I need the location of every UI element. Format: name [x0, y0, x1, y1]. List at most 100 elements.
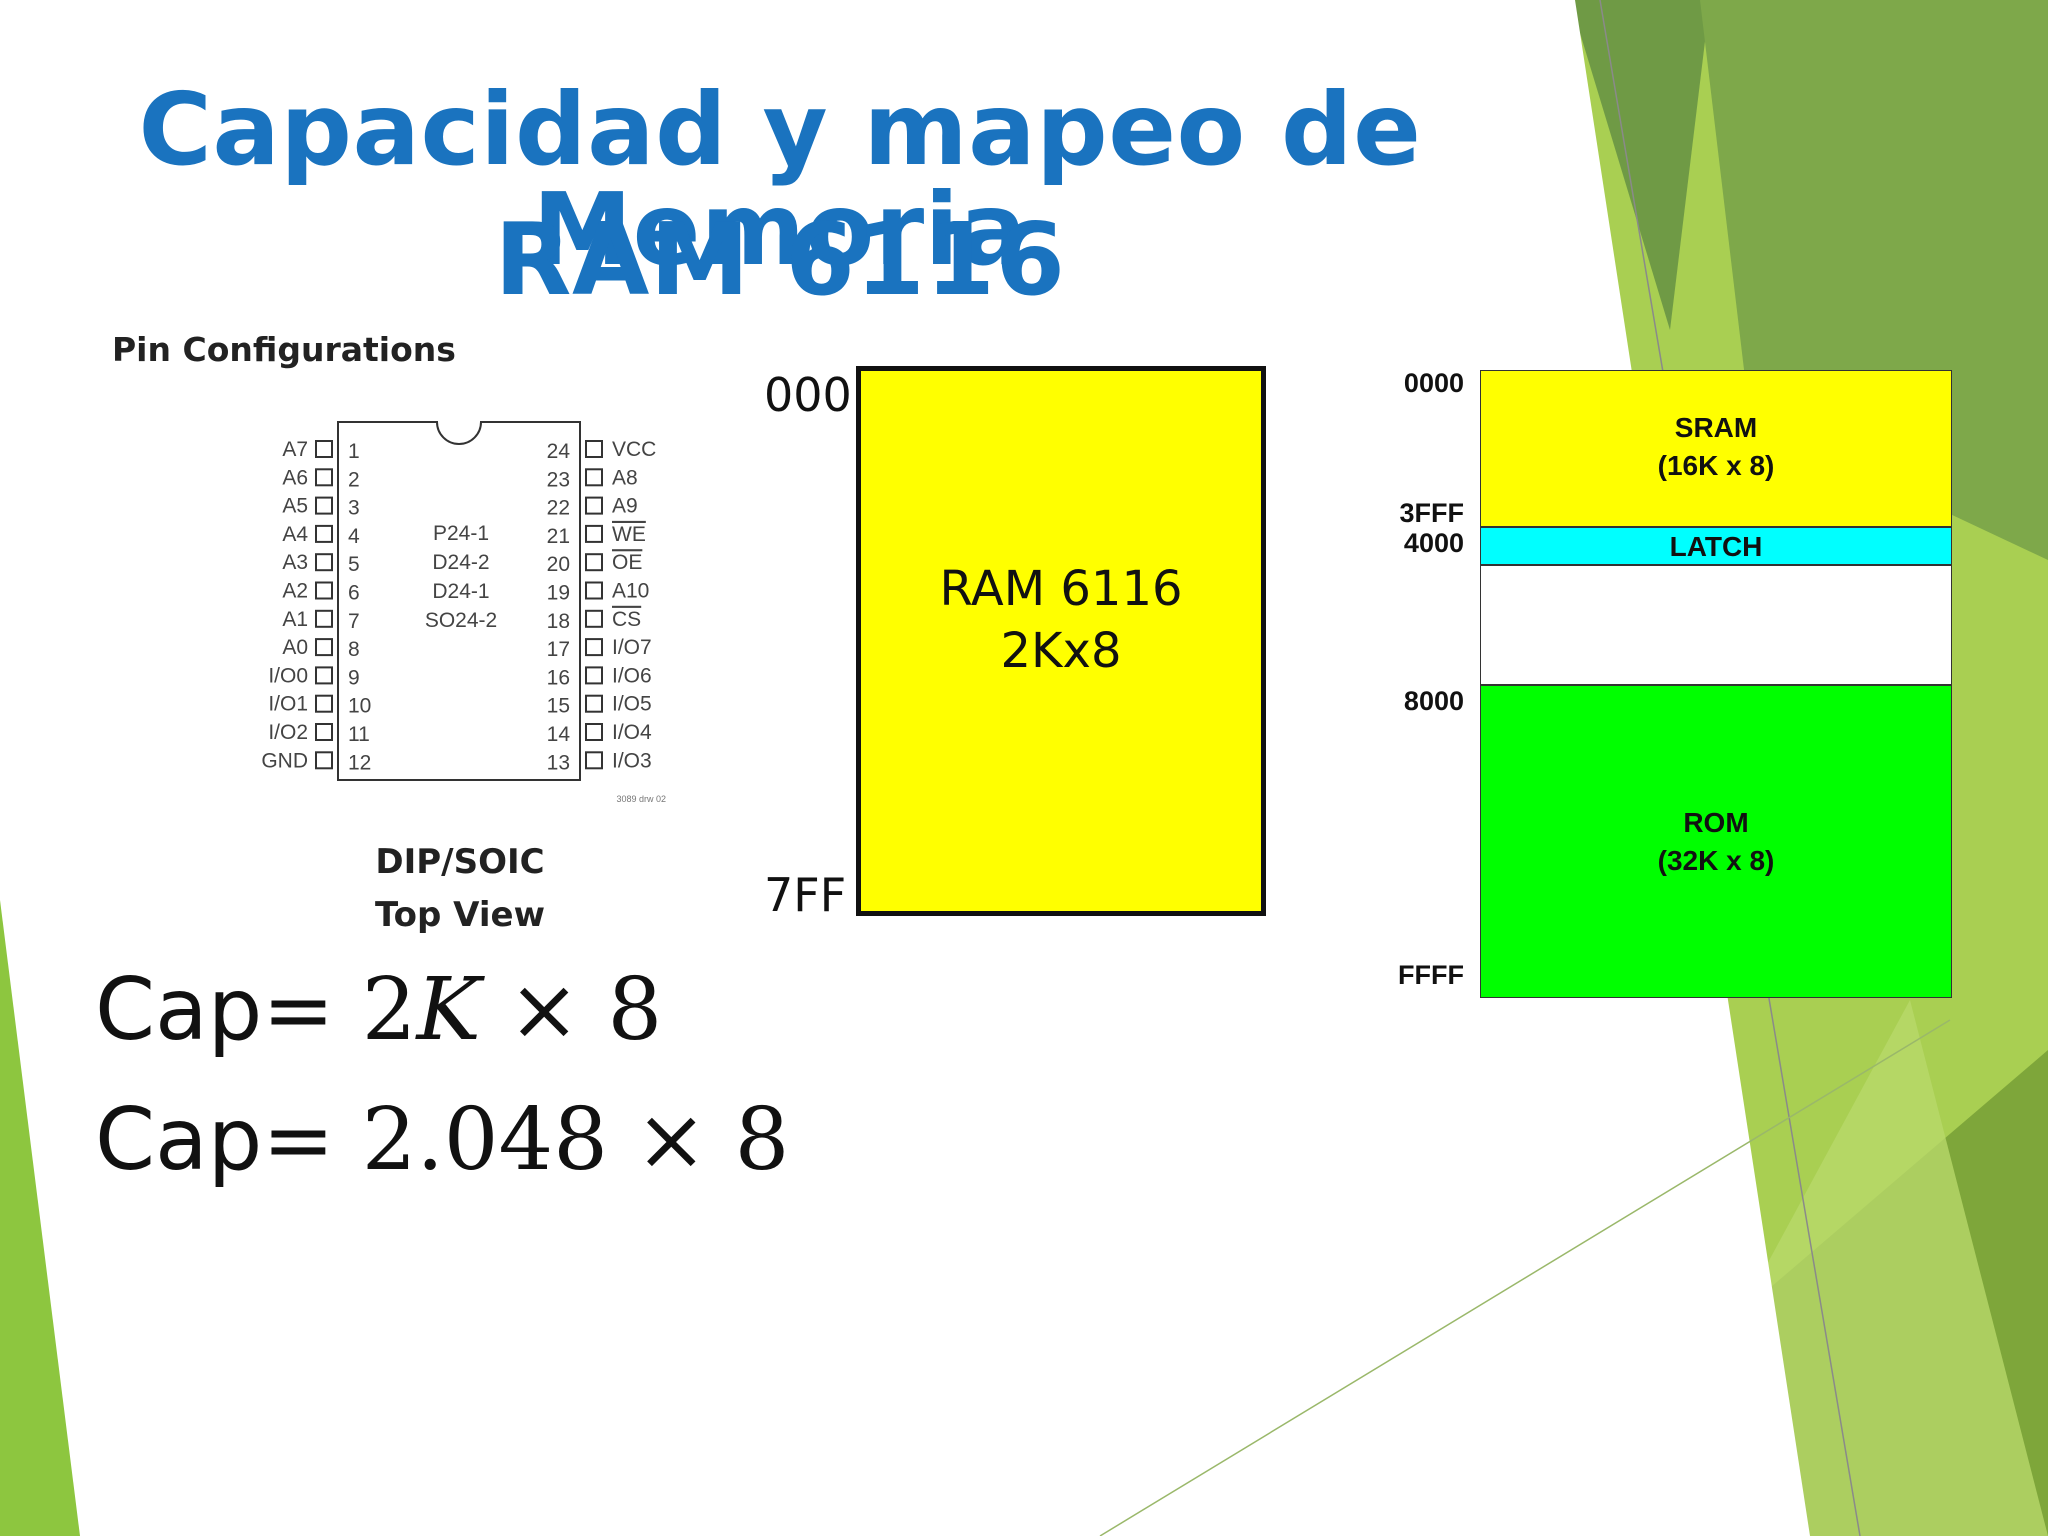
dip-caption-line2: Top View [374, 895, 546, 935]
pin-number-left: 10 [348, 695, 371, 718]
dip-caption-line1: DIP/SOIC [375, 842, 545, 882]
memory-segment-latch: LATCH [1480, 527, 1952, 565]
memory-segment-sram: SRAM (16K x 8) [1480, 370, 1952, 527]
pin-number-left: 9 [348, 666, 360, 689]
pin-box-left [315, 553, 333, 572]
pin-number-right: 17 [547, 638, 570, 661]
pin-config-heading: Pin Configurations [112, 330, 456, 369]
pin-box-right [585, 694, 603, 713]
pin-number-right: 14 [547, 723, 571, 746]
ram-block-size: 2Kx8 [1000, 623, 1122, 679]
formula-prefix: Cap= [95, 1090, 335, 1190]
pin-number-left: 5 [348, 553, 360, 576]
capacity-formula-1: Cap= 2K × 8 [95, 960, 662, 1060]
pin-name-right: I/O3 [612, 749, 652, 772]
pin-name-left: A0 [282, 636, 308, 659]
pin-number-right: 22 [547, 497, 570, 520]
pin-box-left [315, 638, 333, 657]
ram-6116-block: RAM 6116 2Kx8 [856, 366, 1266, 916]
pin-box-left [315, 496, 333, 515]
formula-expression: 2.048 × 8 [361, 1090, 790, 1190]
pin-name-left: GND [261, 749, 308, 772]
pin-box-right [585, 468, 603, 487]
ram-block-label: RAM 6116 [939, 561, 1183, 617]
pin-number-left: 11 [348, 723, 370, 746]
chip-package-label: P24-1 [433, 522, 489, 545]
pin-name-left: A4 [282, 523, 308, 546]
pin-box-right [585, 496, 603, 515]
map-address-3fff: 3FFF [1399, 498, 1465, 528]
pin-number-right: 18 [547, 610, 570, 633]
slide-title-line2: RAM 6116 [494, 201, 1066, 318]
segment-name: ROM [1683, 807, 1749, 838]
pin-name-left: A1 [282, 608, 308, 631]
pin-box-right [585, 581, 603, 600]
pin-name-left: A6 [282, 466, 308, 489]
segment-name: SRAM [1674, 412, 1758, 443]
pin-number-right: 20 [547, 553, 570, 576]
formula-number: 2 [361, 960, 417, 1060]
pin-box-left [315, 609, 333, 628]
pin-box-right [585, 440, 603, 458]
pin-box-right [585, 666, 603, 685]
segment-name: LATCH [1669, 531, 1763, 562]
segment-size: (32K x 8) [1657, 845, 1775, 876]
deco-facet-right-dark [1570, 0, 1710, 330]
formula-prefix: Cap= [95, 960, 335, 1060]
pin-number-left: 4 [348, 525, 360, 548]
map-address-0000: 0000 [1403, 368, 1464, 398]
pin-box-left [315, 581, 333, 600]
pin-box-left [315, 666, 333, 685]
pin-number-right: 21 [547, 525, 570, 548]
pin-name-left: I/O0 [268, 664, 308, 687]
pin-name-right: A8 [612, 466, 638, 489]
pin-number-right: 23 [547, 468, 570, 491]
pin-name-left: A5 [282, 495, 308, 518]
slide-title-line1: Capacidad y mapeo de Memoria [138, 71, 1422, 288]
chip-package-label: SO24-2 [425, 609, 497, 632]
chip-package-label: D24-1 [432, 580, 489, 603]
pin-name-right: I/O6 [612, 664, 652, 687]
pin-number-left: 1 [348, 440, 360, 463]
pin-name-left: I/O1 [268, 693, 308, 716]
pin-box-left [315, 694, 333, 713]
map-address-ffff: FFFF [1398, 960, 1464, 990]
pin-number-right: 19 [547, 582, 570, 605]
pin-box-left [315, 524, 333, 543]
pin-box-right [585, 524, 603, 543]
pin-number-left: 8 [348, 638, 360, 661]
map-address-4000: 4000 [1403, 528, 1464, 558]
ram-end-address: 7FF [764, 868, 847, 922]
pin-name-right: I/O7 [612, 636, 652, 659]
pin-name-right: VCC [612, 438, 656, 461]
pin-number-right: 16 [547, 666, 570, 689]
chip-package-label: D24-2 [432, 551, 489, 574]
pin-number-right: 13 [547, 751, 570, 774]
pin-box-right [585, 638, 603, 657]
pin-name-left: A2 [282, 580, 308, 603]
pin-number-left: 6 [348, 582, 360, 605]
pin-number-right: 24 [547, 440, 571, 463]
pin-name-right: CS [612, 608, 641, 631]
pin-box-right [585, 553, 603, 572]
map-address-8000: 8000 [1403, 686, 1464, 716]
pin-name-left: A3 [282, 551, 308, 574]
pin-box-left [315, 440, 333, 458]
memory-segment-unused [1480, 565, 1952, 685]
pin-number-left: 7 [348, 610, 360, 633]
capacity-formula-2: Cap= 2.048 × 8 [95, 1090, 789, 1190]
pin-name-right: A9 [612, 495, 638, 518]
pin-number-left: 3 [348, 497, 360, 520]
pin-number-right: 15 [547, 695, 570, 718]
pin-box-left [315, 751, 333, 770]
pin-name-right: OE [612, 551, 642, 574]
pin-name-right: I/O5 [612, 693, 652, 716]
pin-name-left: I/O2 [268, 721, 308, 744]
pin-box-right [585, 751, 603, 770]
pin-box-left [315, 468, 333, 487]
pin-box-left [315, 723, 333, 741]
pin-number-left: 12 [348, 751, 371, 774]
pin-box-right [585, 609, 603, 628]
deco-facet-left [0, 900, 80, 1536]
